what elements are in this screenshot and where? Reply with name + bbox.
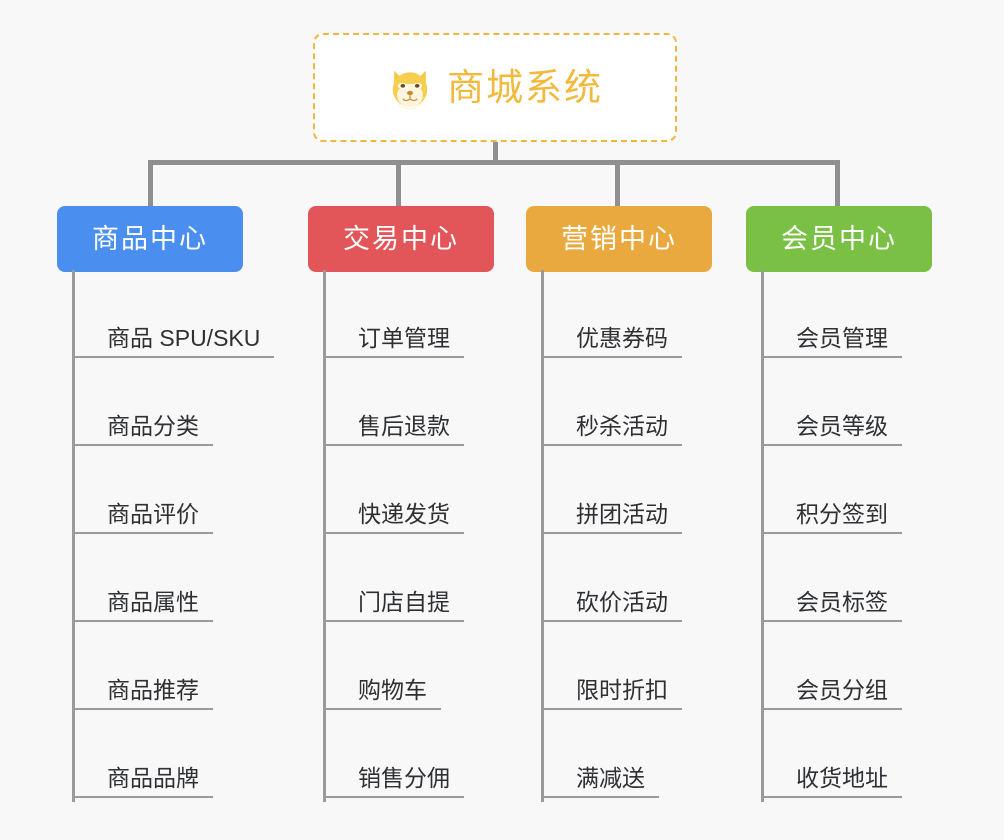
leaf-item-label: 销售分佣 [358,764,450,791]
category-box-product-center[interactable]: 商品中心 [57,206,243,272]
leaf-item[interactable]: 商品评价 [75,446,213,534]
connector-drop-marketing-center [615,160,620,208]
leaf-item-label: 订单管理 [358,324,450,351]
root-node-title: 商城系统 [447,67,603,108]
leaf-item[interactable]: 订单管理 [326,270,464,358]
category-label-member-center: 会员中心 [781,223,897,254]
leaf-item[interactable]: 收货地址 [764,710,902,798]
leaf-item[interactable]: 商品分类 [75,358,213,446]
leaf-item[interactable]: 积分签到 [764,446,902,534]
leaf-item[interactable]: 会员等级 [764,358,902,446]
leaf-item-label: 商品属性 [107,588,199,615]
leaf-item[interactable]: 购物车 [326,622,441,710]
leaf-item-label: 会员分组 [796,676,888,703]
leaf-column-product-center: 商品 SPU/SKU 商品分类 商品评价 商品属性 商品推荐 商品品牌 [72,270,302,802]
category-label-marketing-center: 营销中心 [561,223,677,254]
leaf-column-trade-center: 订单管理 售后退款 快递发货 门店自提 购物车 销售分佣 [323,270,553,802]
category-label-trade-center: 交易中心 [343,223,459,254]
leaf-item[interactable]: 会员分组 [764,622,902,710]
leaf-item-label: 拼团活动 [576,500,668,527]
leaf-item-label: 秒杀活动 [576,412,668,439]
leaf-item[interactable]: 优惠券码 [544,270,682,358]
category-box-member-center[interactable]: 会员中心 [746,206,932,272]
leaf-item-label: 商品分类 [107,412,199,439]
leaf-item-label: 商品品牌 [107,764,199,791]
leaf-item[interactable]: 满减送 [544,710,659,798]
leaf-item[interactable]: 秒杀活动 [544,358,682,446]
leaf-item-label: 会员标签 [796,588,888,615]
leaf-item-label: 积分签到 [796,500,888,527]
leaf-item-label: 商品 SPU/SKU [107,324,261,351]
leaf-item-label: 会员管理 [796,324,888,351]
leaf-item[interactable]: 快递发货 [326,446,464,534]
leaf-item-label: 商品推荐 [107,676,199,703]
leaf-item-label: 快递发货 [358,500,450,527]
leaf-item-label: 售后退款 [358,412,450,439]
leaf-item-label: 满减送 [576,764,645,791]
root-node-shop-system[interactable]: 商城系统 [313,33,677,142]
leaf-item-label: 砍价活动 [576,588,668,615]
leaf-item-label: 限时折扣 [576,676,668,703]
leaf-item[interactable]: 会员标签 [764,534,902,622]
leaf-column-marketing-center: 优惠券码 秒杀活动 拼团活动 砍价活动 限时折扣 满减送 [541,270,771,802]
connector-drop-product-center [148,160,153,208]
leaf-item-label: 收货地址 [796,764,888,791]
category-box-trade-center[interactable]: 交易中心 [308,206,494,272]
leaf-item[interactable]: 销售分佣 [326,710,464,798]
connector-drop-member-center [835,160,840,208]
shiba-dog-icon [392,70,428,110]
connector-root-stem [493,142,498,164]
leaf-item[interactable]: 商品 SPU/SKU [75,270,275,358]
leaf-item-label: 购物车 [358,676,427,703]
leaf-item[interactable]: 商品属性 [75,534,213,622]
category-box-marketing-center[interactable]: 营销中心 [526,206,712,272]
leaf-item[interactable]: 门店自提 [326,534,464,622]
leaf-item[interactable]: 会员管理 [764,270,902,358]
leaf-item-label: 门店自提 [358,588,450,615]
connector-drop-trade-center [396,160,401,208]
leaf-item-label: 商品评价 [107,500,199,527]
leaf-item[interactable]: 拼团活动 [544,446,682,534]
leaf-item-label: 优惠券码 [576,324,668,351]
leaf-item[interactable]: 商品推荐 [75,622,213,710]
leaf-item[interactable]: 售后退款 [326,358,464,446]
leaf-column-member-center: 会员管理 会员等级 积分签到 会员标签 会员分组 收货地址 [761,270,991,802]
connector-horizontal-bar [148,160,840,165]
leaf-item[interactable]: 限时折扣 [544,622,682,710]
category-label-product-center: 商品中心 [92,223,208,254]
leaf-item[interactable]: 商品品牌 [75,710,213,798]
leaf-item-label: 会员等级 [796,412,888,439]
leaf-item[interactable]: 砍价活动 [544,534,682,622]
